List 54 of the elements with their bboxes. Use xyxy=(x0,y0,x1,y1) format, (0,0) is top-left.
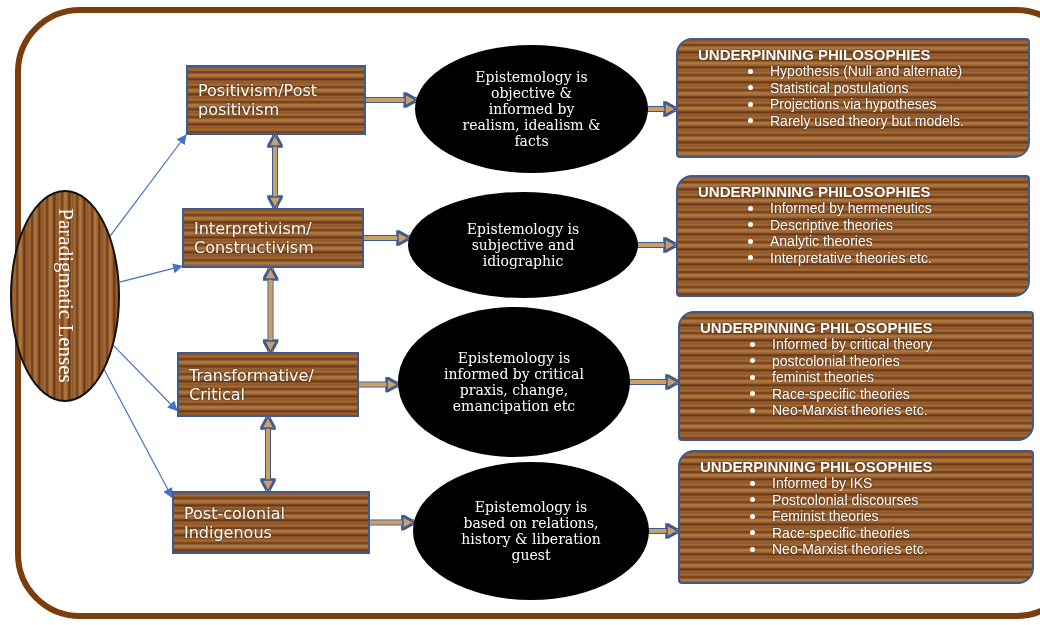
node-label: Epistemology is based on relations, history & liberation guest xyxy=(460,498,602,564)
paradigm-box xyxy=(177,352,359,417)
bullet-item: Race-specific theories xyxy=(772,524,910,541)
arrow xyxy=(263,267,278,353)
arrow xyxy=(364,231,410,245)
arrow xyxy=(268,134,282,209)
bullet-item: Feminist theories xyxy=(772,508,879,525)
paradigm-box xyxy=(186,65,366,135)
node-label: Transformative/ Critical xyxy=(189,365,315,404)
box-heading: UNDERPINNING PHILOSOPHIES xyxy=(698,46,931,63)
bullet-item: Race-specific theories xyxy=(772,385,910,402)
bullet-item: Hypothesis (Null and alternate) xyxy=(770,63,963,80)
bullet-item: Rarely used theory but models. xyxy=(770,112,964,129)
arrow xyxy=(648,102,677,116)
bullet-item: Interpretative theories etc. xyxy=(770,249,932,266)
node-label: Interpretivism/ Constructivism xyxy=(194,219,315,257)
bullet-item: Statistical postulations xyxy=(770,79,909,96)
bullet-item: Postcolonial discourses xyxy=(772,491,919,508)
arrow xyxy=(118,263,183,283)
bullet-item: Neo-Marxist theories etc. xyxy=(772,541,928,558)
arrow xyxy=(370,515,415,530)
arrow xyxy=(630,375,679,389)
paradigm-box xyxy=(172,491,370,554)
arrow xyxy=(366,93,417,107)
philosophy-box xyxy=(678,311,1034,441)
bullet-item: Informed by IKS xyxy=(772,475,873,492)
node-label: Paradigmatic Lenses xyxy=(53,207,77,386)
arrow xyxy=(649,524,679,538)
arrow xyxy=(359,377,399,392)
bullet-item: Informed by hermeneutics xyxy=(770,200,932,217)
box-heading: UNDERPINNING PHILOSOPHIES xyxy=(700,319,933,336)
node-label: Epistemology is objective & informed by realism, idealism & facts xyxy=(461,68,602,150)
bullet-item: Neo-Marxist theories etc. xyxy=(772,402,928,419)
node-label: Epistemology is subjective and idiographic xyxy=(465,220,581,270)
arrow xyxy=(113,345,178,412)
bullet-item: feminist theories xyxy=(772,369,874,386)
bullet-item: Descriptive theories xyxy=(770,216,893,233)
arrow xyxy=(109,134,187,237)
arrow xyxy=(638,238,677,252)
philosophy-box xyxy=(676,175,1030,297)
arrow xyxy=(103,369,173,499)
philosophy-box xyxy=(678,450,1034,584)
node-label: Positivism/Post positivism xyxy=(198,81,319,119)
paradigm-box xyxy=(182,208,364,268)
bullet-item: postcolonial theories xyxy=(772,352,900,369)
box-heading: UNDERPINNING PHILOSOPHIES xyxy=(700,458,933,475)
node-label: Epistemology is informed by critical praxis, change, emancipation etc xyxy=(443,349,585,415)
bullet-item: Informed by critical theory xyxy=(772,336,933,353)
philosophy-box xyxy=(676,38,1030,158)
node-label: Post-colonial Indigenous xyxy=(184,503,286,542)
bullet-item: Analytic theories xyxy=(770,233,873,250)
bullet-item: Projections via hypotheses xyxy=(770,96,937,113)
arrow xyxy=(261,416,275,492)
box-heading: UNDERPINNING PHILOSOPHIES xyxy=(698,183,931,200)
